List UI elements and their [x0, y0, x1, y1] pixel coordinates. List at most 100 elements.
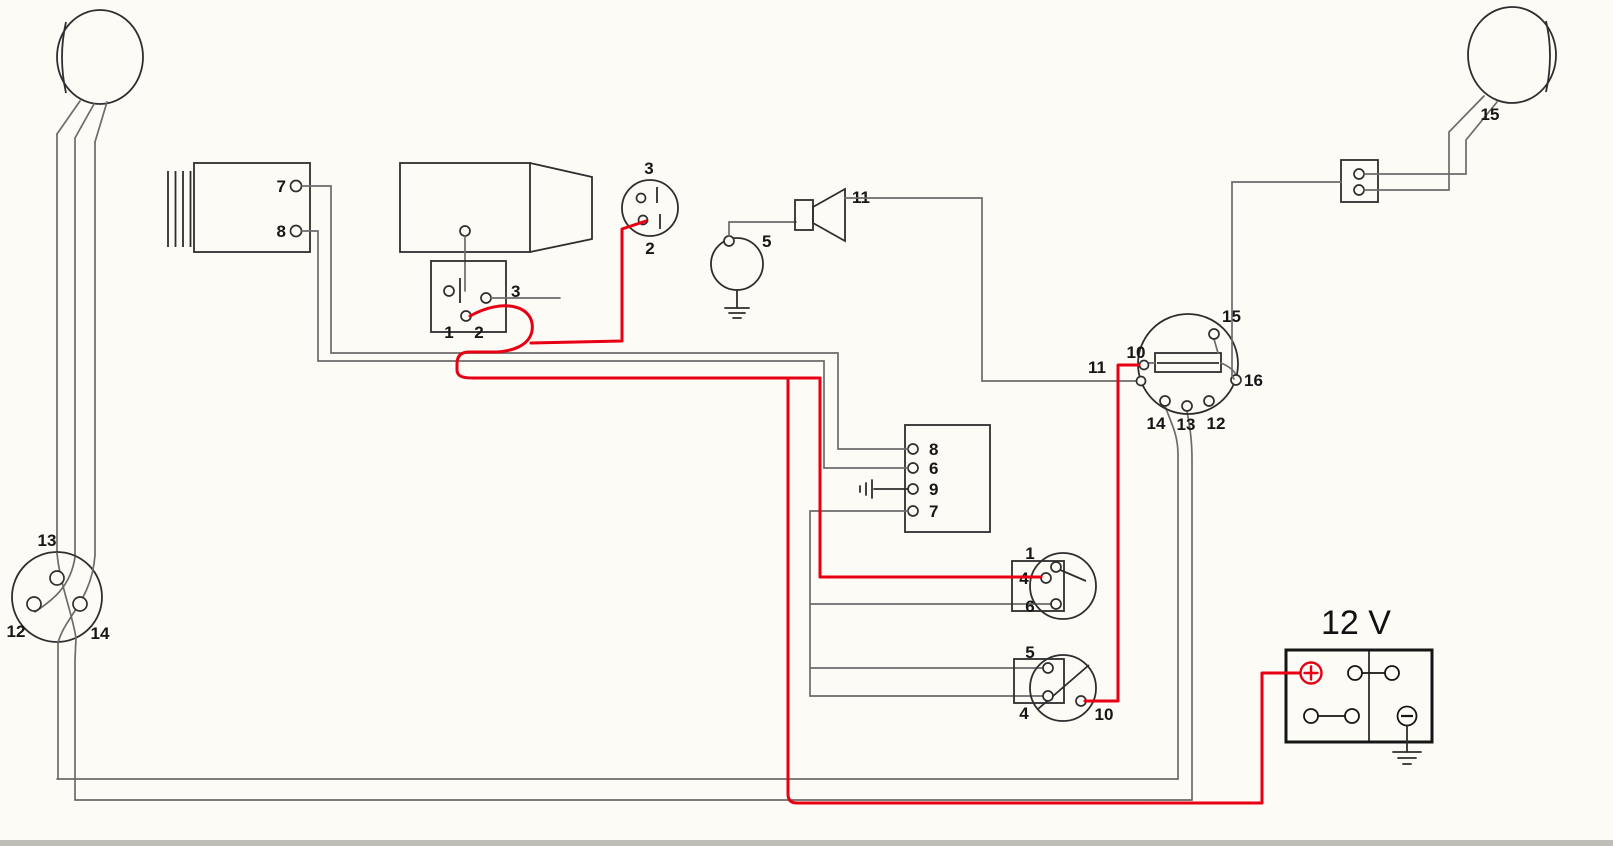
highlighted-circuit	[455, 219, 1302, 805]
terminal	[635, 192, 647, 204]
ignition-14-label: 14	[1147, 414, 1166, 433]
gen-terminal-1-label: 1	[444, 323, 453, 342]
battery-cell-terminal	[1347, 665, 1363, 681]
left-headlamp-body	[56, 9, 144, 105]
horn: 11	[794, 187, 1137, 382]
right-headlamp-15-label: 15	[1481, 105, 1500, 124]
starter-switch-body	[1029, 654, 1097, 722]
terminal	[1353, 184, 1365, 196]
tail-lamp-body	[11, 551, 103, 643]
ignition-10-label: 10	[1127, 343, 1146, 362]
wire	[1220, 362, 1237, 376]
wire	[301, 185, 332, 354]
right-headlamp-lens	[1545, 20, 1551, 93]
right-headlamp: 15	[1467, 6, 1557, 124]
starter-switch-4-label: 4	[1019, 704, 1029, 723]
terminal	[1353, 168, 1365, 180]
left-harness	[56, 133, 96, 558]
terminal	[1159, 395, 1171, 407]
terminal	[1203, 395, 1215, 407]
red-wire-starter-to-ignition	[1083, 363, 1141, 703]
wire	[1164, 405, 1179, 780]
wire	[844, 197, 1137, 382]
terminal	[72, 596, 88, 612]
ignition-16-label: 16	[1244, 371, 1263, 390]
plug-terminal-2-label: 2	[645, 239, 654, 258]
terminal	[1135, 375, 1147, 387]
voltage-regulator: 7 8	[167, 162, 332, 362]
horn-button: 5	[710, 221, 797, 319]
battery-cell-terminal	[1384, 665, 1400, 681]
terminal	[907, 462, 919, 474]
wire	[56, 552, 77, 639]
battery-cell-terminal	[1344, 708, 1360, 724]
starter-switch-5-label: 5	[1025, 643, 1034, 662]
wire	[74, 637, 77, 801]
ground-icon	[859, 479, 909, 499]
regulator-terminal-7-label: 7	[277, 177, 286, 196]
terminal	[1050, 561, 1062, 573]
ground-icon	[1392, 725, 1422, 765]
ignition-11-label: 11	[1088, 358, 1106, 377]
headlamp-connector	[1231, 95, 1498, 380]
ignition-13-label: 13	[1177, 415, 1196, 434]
tail-lamp-junction: 13 12 14	[7, 531, 110, 801]
terminal	[1050, 598, 1062, 610]
switch-lever	[1057, 568, 1087, 582]
wire	[317, 360, 825, 469]
starter-switch-frame	[1013, 658, 1065, 704]
terminal	[907, 505, 919, 517]
plug-terminal-3-label: 3	[644, 159, 653, 178]
wire	[1186, 410, 1193, 801]
generator-nose	[529, 162, 593, 253]
starter-switch-10-label: 10	[1095, 705, 1114, 724]
battery: 12 V	[1284, 604, 1434, 765]
left-headlamp-lens	[61, 21, 67, 94]
tail-terminal-12-label: 12	[7, 622, 26, 641]
battery-plus-icon	[1299, 661, 1323, 685]
light-switch-frame	[1011, 560, 1065, 612]
horn-flare	[812, 187, 846, 243]
fuse-box-body	[904, 424, 991, 533]
terminal	[289, 179, 303, 193]
wire	[1363, 101, 1498, 175]
switch-lever	[1037, 664, 1090, 710]
wire	[728, 221, 797, 237]
fuse-box-6-label: 6	[929, 459, 938, 478]
regulator-terminal-8-label: 8	[277, 222, 286, 241]
wire	[56, 100, 81, 135]
wire	[1213, 338, 1219, 354]
tail-terminal-13-label: 13	[38, 531, 57, 550]
battery-body	[1284, 648, 1434, 744]
fuse-box-9-label: 9	[929, 480, 938, 499]
plug-body	[621, 179, 679, 237]
terminal	[1040, 572, 1052, 584]
red-wire-plug-connector	[529, 219, 648, 345]
light-switch-body	[1029, 552, 1097, 620]
bottom-buses	[56, 405, 1193, 801]
battery-voltage-label: 12 V	[1321, 604, 1391, 642]
terminal	[723, 235, 735, 247]
wire	[301, 230, 319, 362]
scan-edge	[0, 840, 1613, 846]
ignition-12-label: 12	[1207, 414, 1226, 433]
terminal	[26, 596, 42, 612]
wire	[74, 103, 95, 139]
fuse-box: 8 6 9 7	[809, 424, 1052, 697]
wire	[94, 101, 108, 143]
connector-body	[430, 260, 507, 333]
horn-button-5-label: 5	[762, 232, 771, 251]
connector-body	[1340, 159, 1379, 203]
terminal	[480, 292, 492, 304]
gen-terminal-3-label: 3	[511, 282, 520, 301]
terminal	[49, 570, 65, 586]
battery-minus-icon	[1396, 705, 1418, 727]
ground-icon	[724, 289, 750, 319]
fuse-box-8-label: 8	[929, 440, 938, 459]
red-wire-generator-to-light-switch	[455, 304, 1043, 579]
gen-terminal-2-label: 2	[474, 323, 483, 342]
light-switch-6-label: 6	[1025, 597, 1034, 616]
right-headlamp-body	[1467, 6, 1557, 104]
battery-cell-terminal	[1303, 708, 1319, 724]
